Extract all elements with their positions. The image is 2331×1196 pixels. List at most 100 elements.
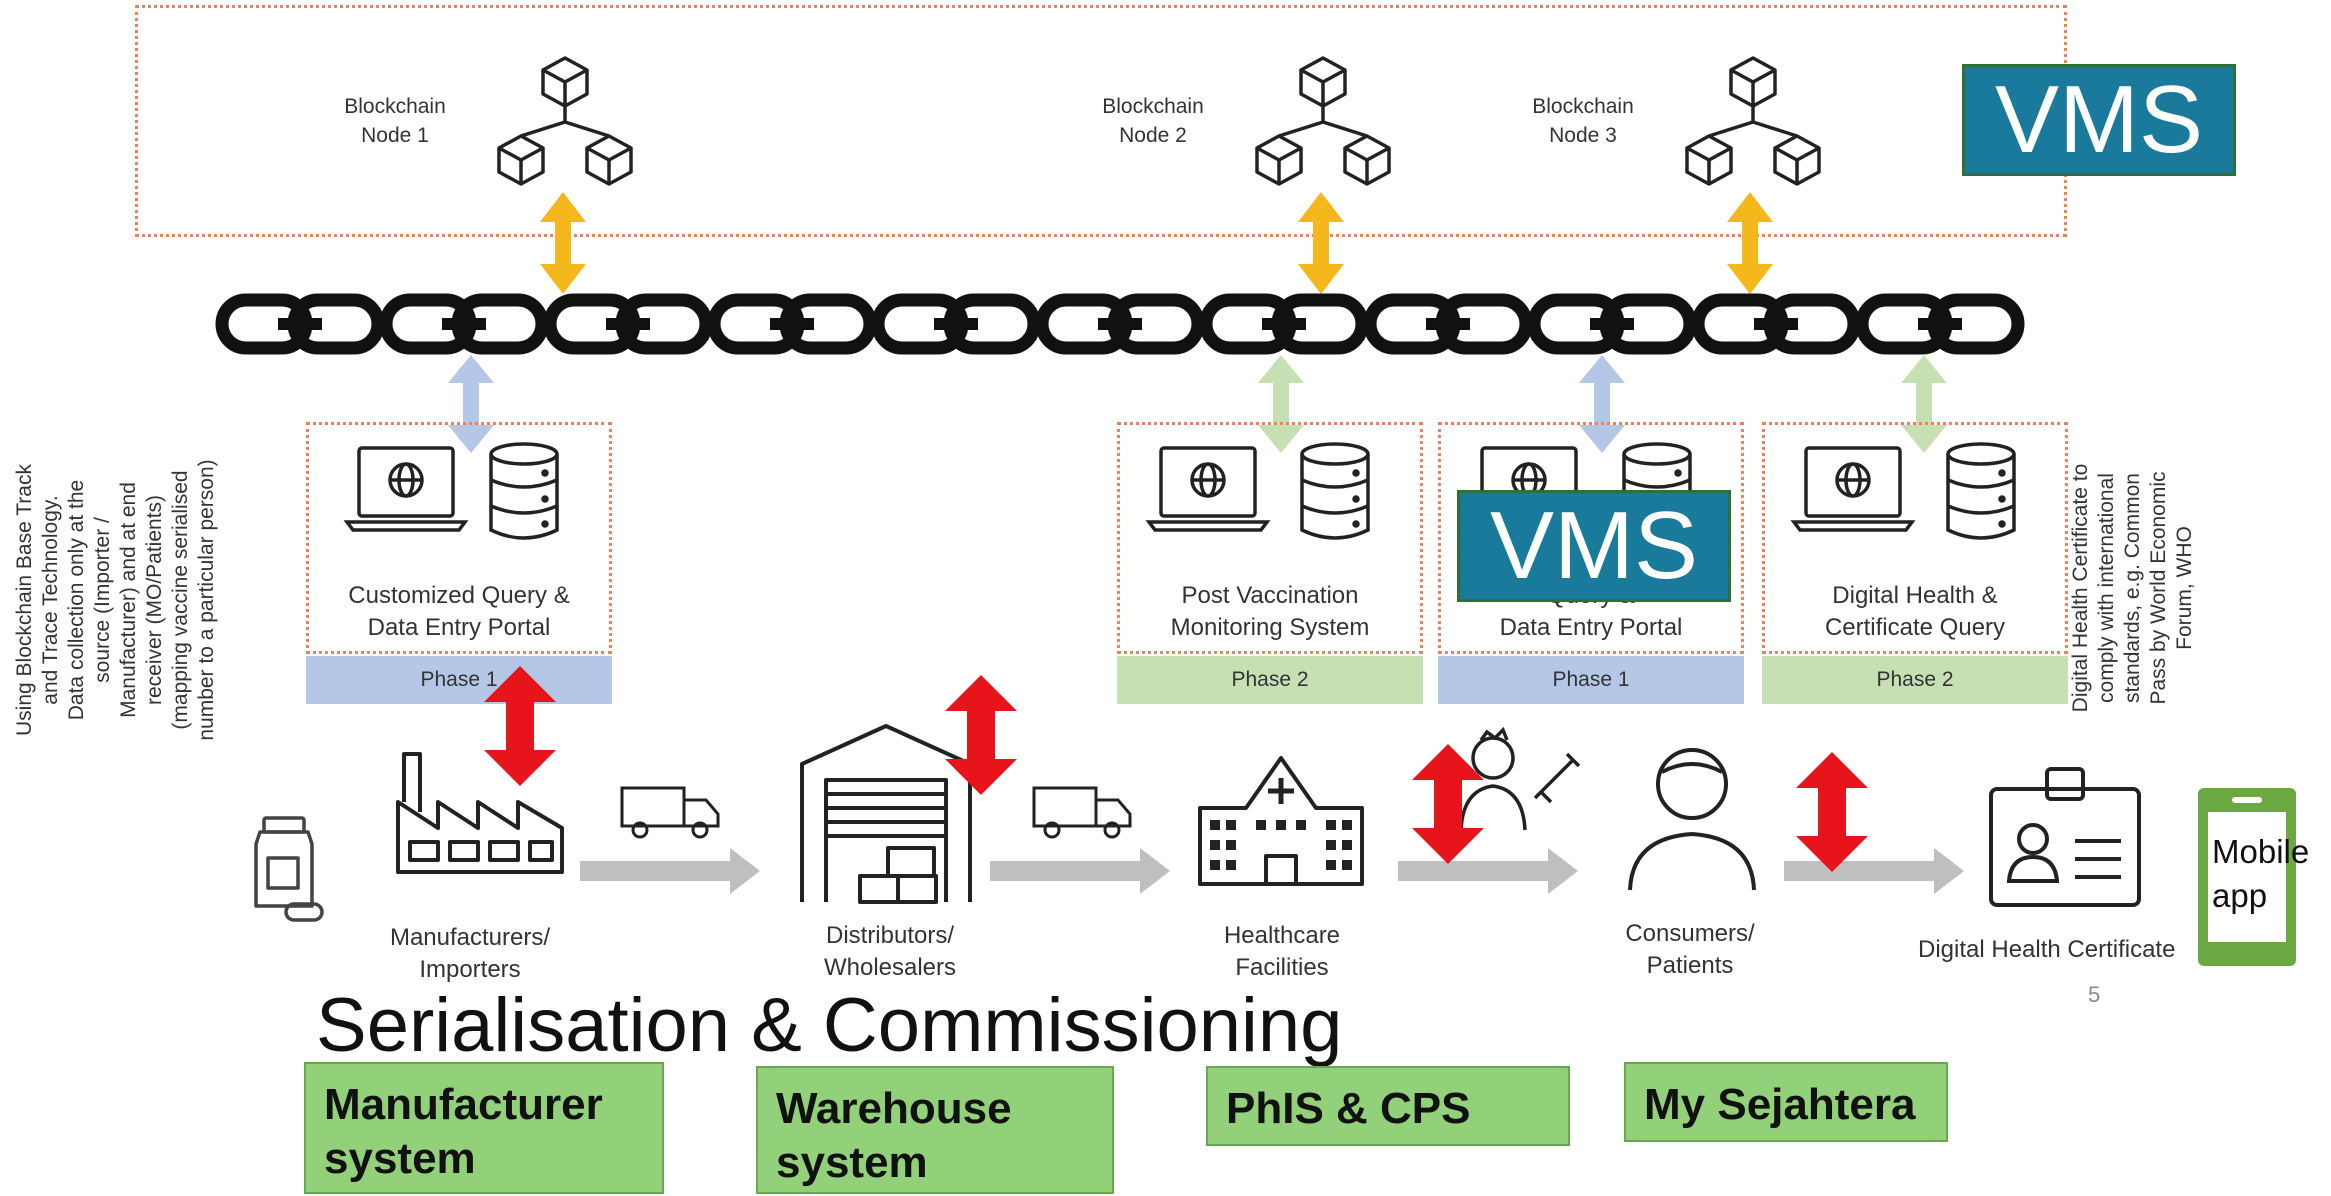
- mobile-app-label-line1: Mobile: [2212, 833, 2310, 870]
- vms-badge-overlay: VMS: [1457, 490, 1731, 602]
- left-side-note: Using Blockchain Base Track and Trace Te…: [12, 310, 222, 890]
- portal-1-label-line1: Customized Query &: [348, 582, 570, 609]
- node-2-label: Blockchain Node 2: [1073, 92, 1233, 150]
- chain-link: [1855, 293, 2025, 355]
- chain-link: [215, 293, 385, 355]
- green-double-arrow: [1901, 355, 1947, 453]
- red-double-arrow: [1412, 744, 1484, 864]
- phase-bar-1-text: Phase 1: [420, 668, 498, 691]
- mobile-app-label: Mobile app: [2212, 830, 2309, 918]
- phase-bar-4-text: Phase 2: [1876, 668, 1954, 691]
- red-double-arrow: [1796, 752, 1868, 872]
- stage-label-healthcare: Healthcare Facilities: [1142, 920, 1422, 984]
- hospital-icon: [1198, 756, 1364, 886]
- phase-bar-3-text: Phase 1: [1552, 668, 1630, 691]
- truck-icon: [620, 786, 720, 839]
- id-card-icon: [1989, 767, 2141, 907]
- truck-icon: [1032, 786, 1132, 839]
- grey-flow-arrow: [580, 848, 760, 894]
- portal-4-label: Digital Health & Certificate Query: [1762, 580, 2068, 644]
- right-note-line: comply with international: [2095, 473, 2118, 703]
- node-1-label-line1: Blockchain: [344, 95, 446, 118]
- portal-2-label-line2: Monitoring System: [1170, 614, 1370, 641]
- stage-label-manufacturers: Manufacturers/ Importers: [330, 922, 610, 986]
- blockchain-cubes-icon: [497, 56, 633, 186]
- stage-label-consumers: Consumers/ Patients: [1550, 918, 1830, 982]
- system-box-line1: Manufacturer: [324, 1080, 603, 1129]
- left-note-line: receiver (MO/Patients): [143, 494, 166, 706]
- vms-badge-overlay-text: VMS: [1489, 492, 1699, 599]
- stage-label-line1: Healthcare: [1223, 922, 1341, 949]
- portal-1-label: Customized Query & Data Entry Portal: [306, 580, 612, 644]
- mobile-app-phone[interactable]: [2198, 788, 2296, 966]
- phase-bar-3: Phase 1: [1438, 656, 1744, 704]
- system-box-manufacturer: Manufacturer system: [304, 1062, 664, 1194]
- phase-bar-1: Phase 1: [306, 656, 612, 704]
- warehouse-icon: [800, 724, 972, 904]
- system-box-line2: system: [776, 1138, 928, 1187]
- node-2-label-line2: Node 2: [1119, 124, 1187, 147]
- node-2-label-line1: Blockchain: [1102, 95, 1204, 118]
- left-note-line: number to a particular person): [195, 459, 218, 741]
- node-1-label: Blockchain Node 1: [315, 92, 475, 150]
- stage-label-line1: Distributors/: [825, 922, 955, 949]
- gold-double-arrow: [540, 192, 586, 294]
- doctor-syringe-icon: [1459, 726, 1581, 831]
- system-box-warehouse: Warehouse system: [756, 1066, 1114, 1194]
- blue-double-arrow: [1579, 355, 1625, 453]
- stage-label-line1: Manufacturers/: [389, 924, 551, 951]
- gold-double-arrow: [1298, 192, 1344, 294]
- right-note-line: Pass by World Economic: [2147, 471, 2170, 705]
- stage-label-line2: Facilities: [1235, 954, 1329, 981]
- chain-link: [1363, 293, 1533, 355]
- database-icon: [489, 442, 559, 540]
- right-note-line: Forum, WHO: [2173, 526, 2196, 650]
- left-note-line: Using Blockchain Base Track: [13, 464, 36, 736]
- serialisation-title: Serialisation & Commissioning: [316, 983, 1343, 1068]
- laptop-globe-icon: [343, 446, 469, 532]
- stage-label-line2: Importers: [419, 956, 521, 983]
- medicine-bottle-icon: [254, 816, 324, 922]
- portal-2-label-line1: Post Vaccination: [1181, 582, 1359, 609]
- laptop-globe-icon: [1145, 446, 1271, 532]
- mobile-app-label-line2: app: [2212, 877, 2268, 914]
- chain-link: [1035, 293, 1205, 355]
- portal-box-1: [306, 422, 612, 654]
- portal-4-label-line1: Digital Health &: [1832, 582, 1998, 609]
- laptop-globe-icon: [1790, 446, 1916, 532]
- system-box-line1: My Sejahtera: [1644, 1080, 1916, 1129]
- left-note-line: Data collection only at the: [65, 479, 88, 721]
- stage-label-line1: Digital Health Certificate: [1918, 936, 2176, 963]
- database-icon: [1300, 442, 1370, 540]
- chain-link: [1199, 293, 1369, 355]
- left-note-line: source (Importer /: [91, 517, 114, 683]
- stage-label-digital-health-certificate: Digital Health Certificate: [1918, 934, 2208, 966]
- portal-box-2: [1117, 422, 1423, 654]
- system-box-line1: Warehouse: [776, 1084, 1012, 1133]
- system-box-line1: PhIS & CPS: [1226, 1084, 1471, 1133]
- red-double-arrow: [945, 675, 1017, 795]
- portal-box-4: [1762, 422, 2068, 654]
- mobile-app-speaker: [2232, 797, 2262, 803]
- chain-link: [379, 293, 549, 355]
- right-note-line: standards, e.g. Common: [2121, 473, 2144, 703]
- node-3-label-line2: Node 3: [1549, 124, 1617, 147]
- blockchain-cubes-icon: [1255, 56, 1391, 186]
- grey-flow-arrow: [1784, 848, 1964, 894]
- portal-1-label-line2: Data Entry Portal: [367, 614, 551, 641]
- chain-links-icon: [215, 293, 2025, 355]
- system-box-line2: system: [324, 1134, 476, 1183]
- chain-link: [1527, 293, 1697, 355]
- phase-bar-2-text: Phase 2: [1231, 668, 1309, 691]
- chain-link: [707, 293, 877, 355]
- chain-link: [543, 293, 713, 355]
- portal-2-label: Post Vaccination Monitoring System: [1117, 580, 1423, 644]
- vms-badge-top-text: VMS: [1994, 66, 2204, 173]
- blockchain-cubes-icon: [1685, 56, 1821, 186]
- system-box-my-sejahtera: My Sejahtera: [1624, 1062, 1948, 1142]
- factory-icon: [396, 752, 564, 874]
- vms-badge-top: VMS: [1962, 64, 2236, 176]
- portal-box-3: [1438, 422, 1744, 654]
- phase-bar-4: Phase 2: [1762, 656, 2068, 704]
- gold-double-arrow: [1727, 192, 1773, 294]
